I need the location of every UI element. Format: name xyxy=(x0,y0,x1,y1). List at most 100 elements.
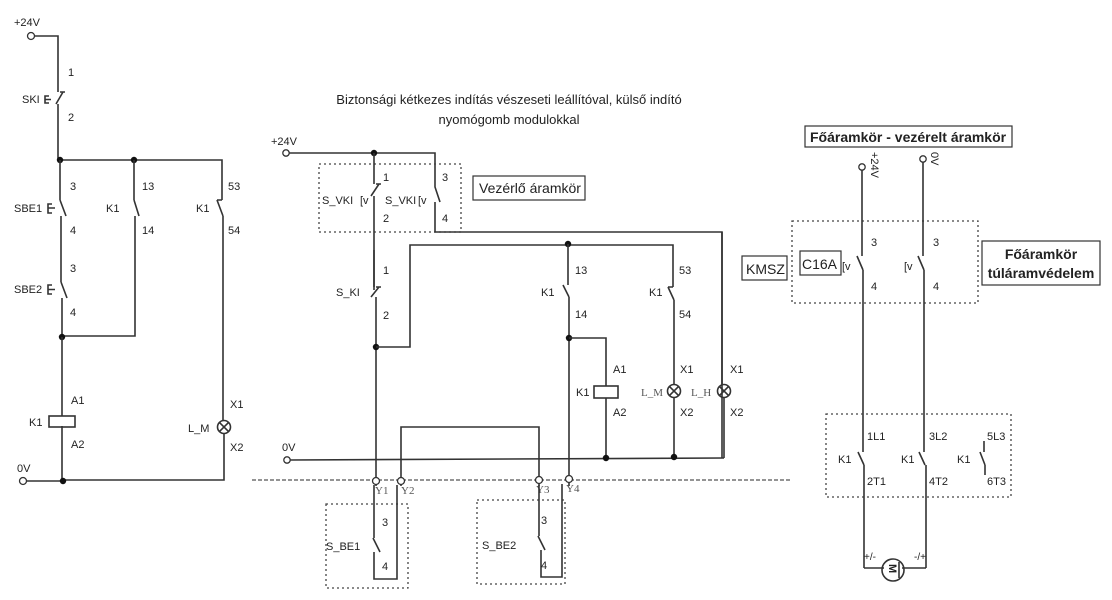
lamp-terminal: X1 xyxy=(230,399,243,411)
s-vki-label: S_VKI xyxy=(322,195,353,207)
lamp-label: L_M xyxy=(641,387,663,399)
contactor-box-frame xyxy=(825,413,1012,498)
supply-plus-label: +24V xyxy=(271,136,298,148)
terminal-number: 2 xyxy=(383,310,389,322)
sbe1-label: SBE1 xyxy=(14,203,42,215)
k1-coil xyxy=(593,385,619,399)
k1-label: K1 xyxy=(106,203,119,215)
connector-y2 xyxy=(396,476,406,486)
s-be1-contact xyxy=(372,485,398,580)
terminal-number: 13 xyxy=(575,265,587,277)
k1-label: K1 xyxy=(838,454,851,466)
diagram-title-line2: nyomógomb modulokkal xyxy=(439,112,580,127)
terminal-number: 4 xyxy=(933,281,939,293)
breaker-pole-2 xyxy=(917,162,925,420)
wire xyxy=(60,159,223,200)
right-circuit: Főáramkör - vezérelt áramkör +24V 0V KMS… xyxy=(741,125,1101,582)
lamp-terminal: X1 xyxy=(730,364,743,376)
sbe2-label: SBE2 xyxy=(14,284,42,296)
diagram-title-line1: Biztonsági kétkezes indítás vészeseti le… xyxy=(336,92,681,107)
supply-zero-label: 0V xyxy=(928,152,940,166)
k1-label: K1 xyxy=(957,454,970,466)
breaker-pole-1 xyxy=(856,170,864,420)
k1-coil xyxy=(48,415,76,428)
terminal-number: 3 xyxy=(442,172,448,184)
connector-label: Y4 xyxy=(566,483,580,495)
k1-aux-contact xyxy=(216,199,224,420)
terminal-number: 1 xyxy=(383,265,389,277)
terminal-number: 3 xyxy=(382,517,388,529)
ski-contact xyxy=(55,88,65,160)
coil-terminal: A2 xyxy=(71,439,84,451)
k1-aux-contact xyxy=(667,286,675,384)
emergency-actuator-icon: [v xyxy=(360,195,369,207)
connector-y3 xyxy=(534,475,544,485)
connector-y1 xyxy=(371,476,381,486)
supply-zero-terminal xyxy=(18,476,28,486)
lamp-label: L_M xyxy=(188,423,209,435)
s-vki-label: S_VKI xyxy=(385,195,416,207)
s-be1-module-frame xyxy=(325,503,409,589)
supply-plus-terminal xyxy=(282,149,290,157)
motor-polarity-right: -/+ xyxy=(914,552,926,563)
protection-label-line1: Főáramkör xyxy=(1005,246,1078,262)
sbe1-contact xyxy=(59,160,67,252)
terminal-number: 54 xyxy=(679,309,691,321)
motor-icon xyxy=(881,558,905,582)
lamp-terminal: X2 xyxy=(680,407,693,419)
terminal-number: 54 xyxy=(228,225,240,237)
junction-dot xyxy=(602,454,610,462)
protection-label-line2: túláramvédelem xyxy=(988,265,1095,281)
supply-plus-terminal xyxy=(858,163,866,171)
terminal-number: 1 xyxy=(383,172,389,184)
s-be2-module-frame xyxy=(476,499,566,585)
lamp-cross xyxy=(218,421,230,433)
connector-label: Y2 xyxy=(401,485,414,497)
k1-label: K1 xyxy=(541,287,554,299)
s-ki-label: S_KI xyxy=(336,287,360,299)
emergency-actuator-icon: [v xyxy=(418,195,427,207)
left-circuit: +24V 1 SKI 2 3 SBE1 4 3 SBE2 4 13 K1 14 xyxy=(14,17,243,486)
lamp-label: L_H xyxy=(691,387,711,399)
terminal-number: 13 xyxy=(142,181,154,193)
terminal-number: 6T3 xyxy=(987,476,1006,488)
contactor-pole-1 xyxy=(857,420,865,568)
lamp-terminal: X2 xyxy=(730,407,743,419)
thermal-actuator-icon: [v xyxy=(904,261,913,273)
k1-label: K1 xyxy=(196,203,209,215)
thermal-actuator-icon: [v xyxy=(842,261,851,273)
main-circuit-header: Főáramkör - vezérelt áramkör xyxy=(810,129,1007,145)
supply-plus-label: +24V xyxy=(14,17,41,29)
k1-hold-contact xyxy=(62,160,140,337)
motor-symbol: M xyxy=(886,564,898,573)
terminal-number: 4T2 xyxy=(929,476,948,488)
wire xyxy=(376,244,674,348)
breaker-rating-box xyxy=(799,250,842,276)
breaker-box-frame xyxy=(791,220,979,304)
terminal-number: 14 xyxy=(575,309,587,321)
junction-dot xyxy=(670,453,678,461)
lamp-terminal: X2 xyxy=(230,442,243,454)
coil-terminal: A2 xyxy=(613,407,626,419)
s-be2-label: S_BE2 xyxy=(482,540,516,552)
wire xyxy=(569,337,607,458)
kmsz-label: KMSZ xyxy=(746,261,785,277)
supply-zero-terminal xyxy=(283,456,291,464)
terminal-number: 1L1 xyxy=(867,431,885,443)
supply-plus-label: +24V xyxy=(868,152,880,179)
terminal-number: 4 xyxy=(442,213,448,225)
control-box-frame xyxy=(318,163,462,233)
terminal-number: 3 xyxy=(541,515,547,527)
kmsz-label-box xyxy=(741,255,788,281)
terminal-number: 3L2 xyxy=(929,431,947,443)
terminal-number: 2T1 xyxy=(867,476,886,488)
terminal-number: 3 xyxy=(70,181,76,193)
ski-label: SKI xyxy=(22,94,40,106)
wire xyxy=(34,35,59,88)
terminal-number: 4 xyxy=(541,560,547,572)
contactor-pole-2 xyxy=(918,420,927,568)
terminal-number: 1 xyxy=(68,67,74,79)
protection-label-box xyxy=(981,240,1101,286)
main-circuit-header-box xyxy=(804,125,1013,148)
